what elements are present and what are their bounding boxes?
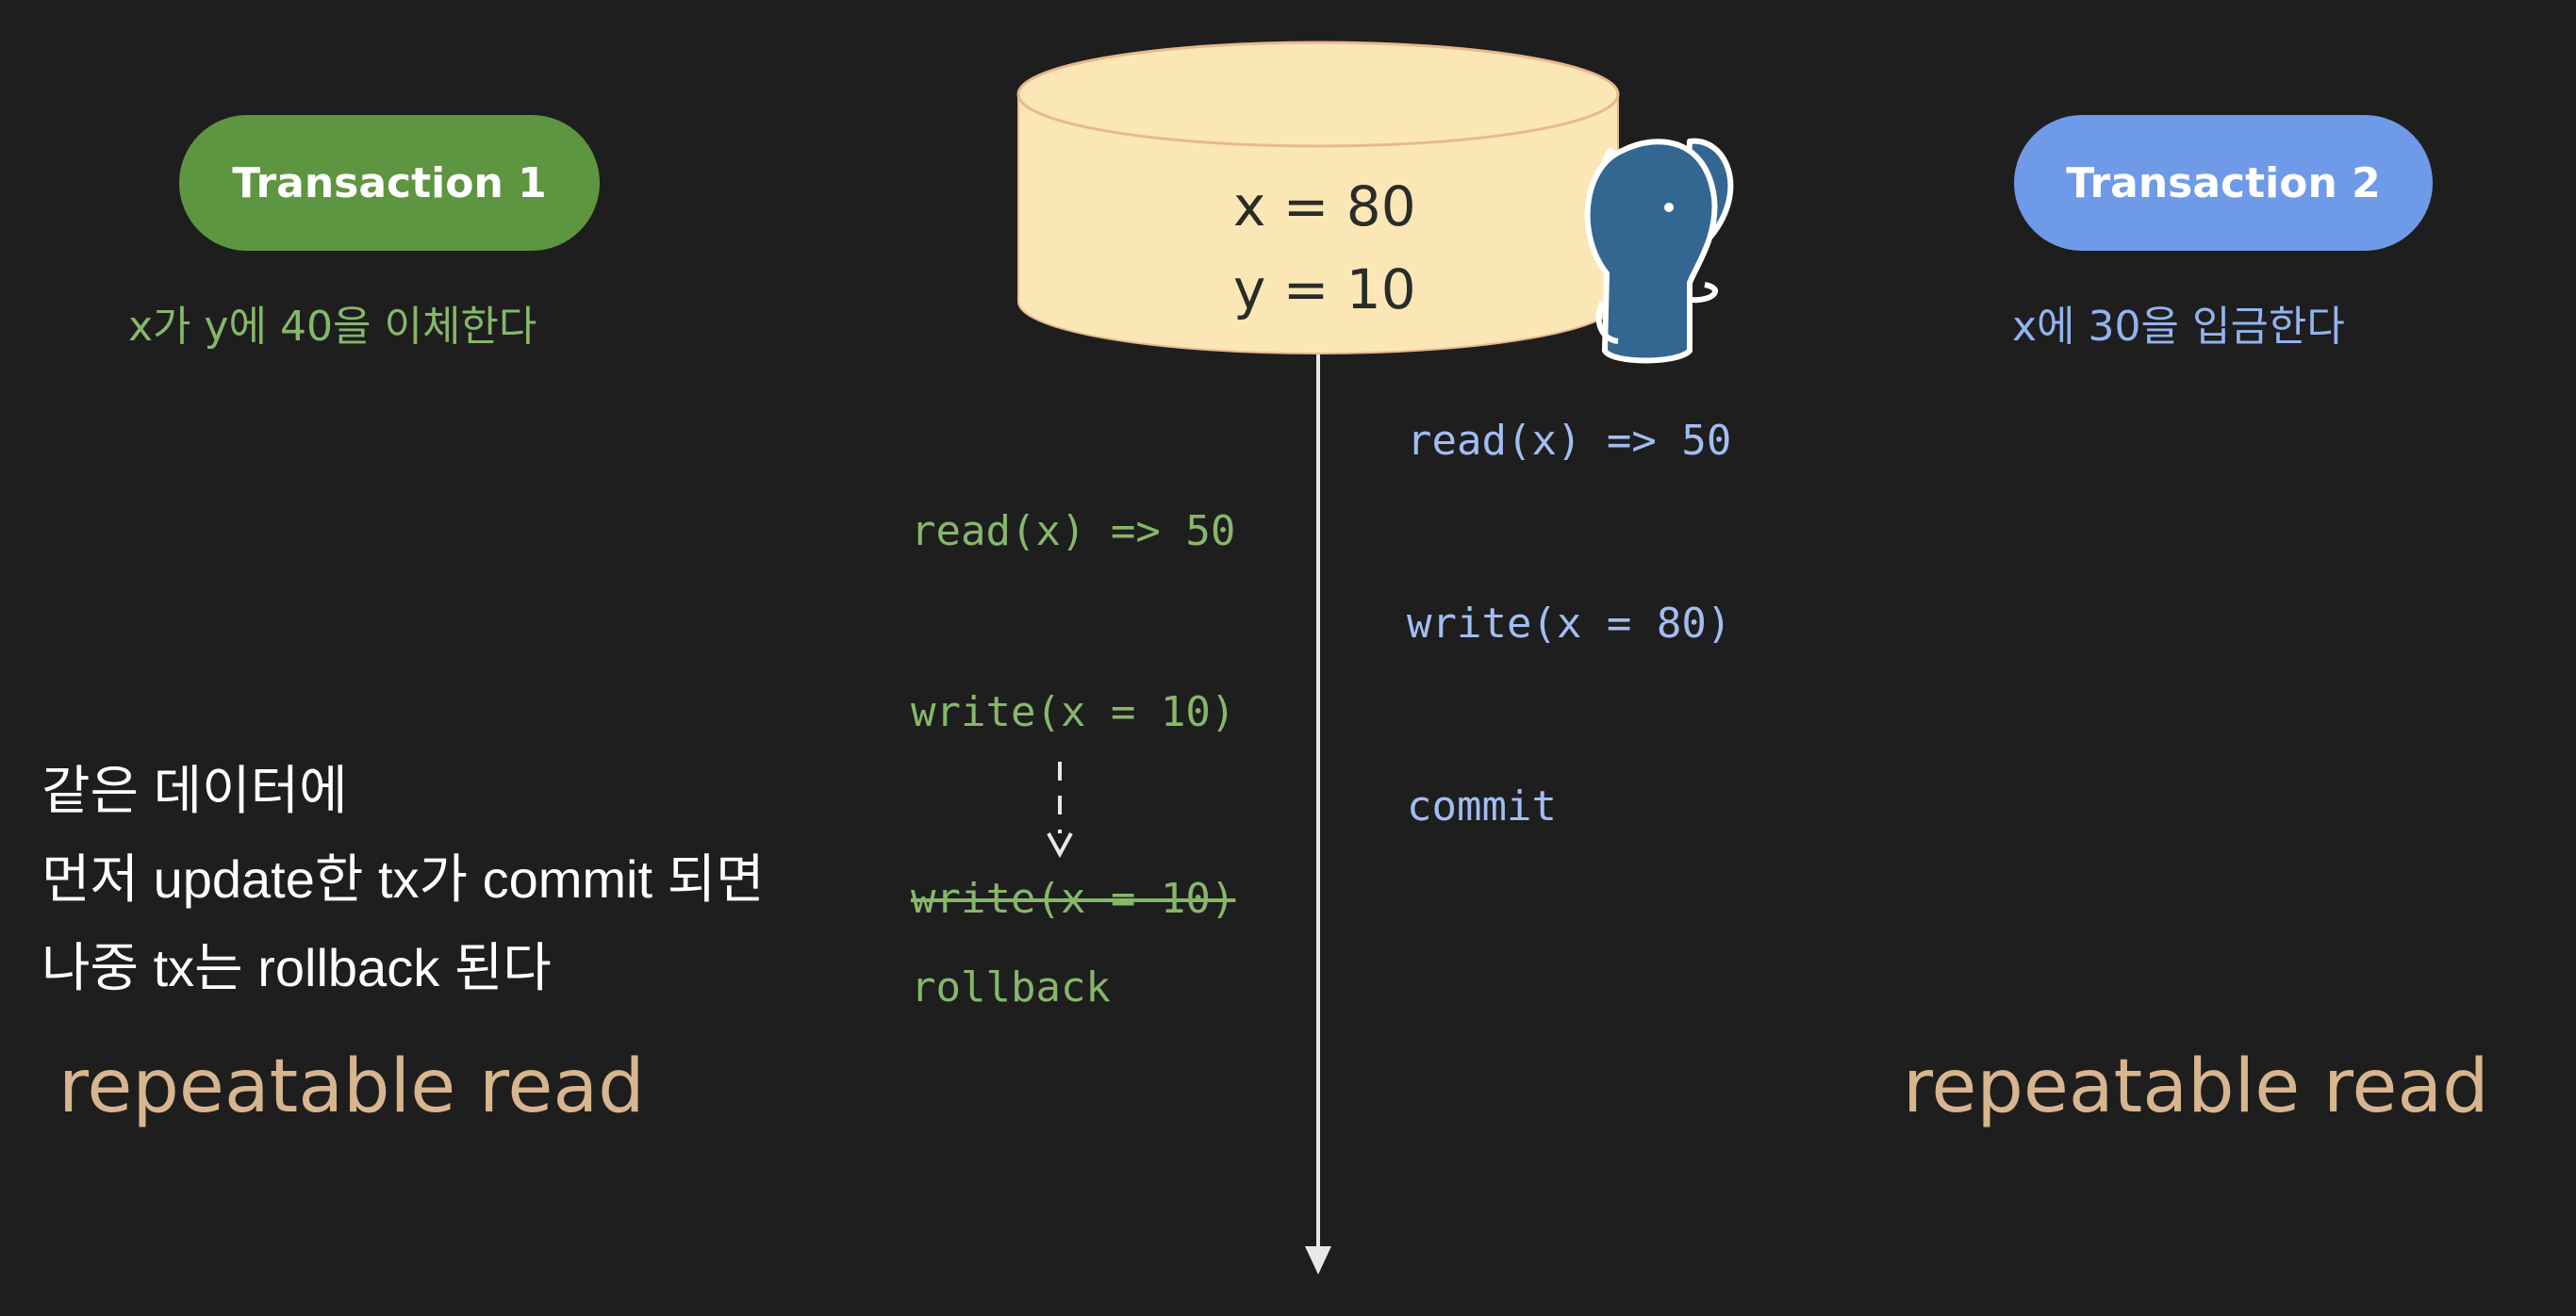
note-line-2: 먼저 update한 tx가 commit 되면 bbox=[41, 849, 765, 909]
transaction-1-isolation-level: repeatable read bbox=[58, 1045, 645, 1129]
t1-op-rollback: rollback bbox=[911, 963, 1111, 1012]
timeline-arrow bbox=[1305, 354, 1331, 1275]
t2-op-commit: commit bbox=[1407, 782, 1557, 831]
transaction-2-description: x에 30을 입금한다 bbox=[2012, 303, 2345, 351]
db-value-x: x = 80 bbox=[1233, 174, 1416, 239]
db-value-y: y = 10 bbox=[1233, 257, 1416, 321]
transaction-2-pill: Transaction 2 bbox=[2014, 115, 2433, 251]
database-cylinder bbox=[1016, 41, 1620, 354]
t2-op-read: read(x) => 50 bbox=[1407, 417, 1732, 465]
t1-op-read: read(x) => 50 bbox=[911, 507, 1236, 555]
transaction-1-pill: Transaction 1 bbox=[179, 115, 600, 251]
note-line-1: 같은 데이터에 bbox=[41, 761, 348, 820]
transaction-2-isolation-level: repeatable read bbox=[1903, 1045, 2489, 1129]
note-text: 같은 데이터에 먼저 update한 tx가 commit 되면 나중 tx는 … bbox=[41, 747, 765, 1012]
postgresql-elephant-icon bbox=[1584, 138, 1734, 364]
t1-op-write-struck: write(x = 10) bbox=[911, 875, 1236, 923]
t2-op-write: write(x = 80) bbox=[1407, 600, 1732, 648]
transaction-1-description: x가 y에 40을 이체한다 bbox=[128, 303, 537, 351]
t1-op-write: write(x = 10) bbox=[911, 688, 1236, 736]
dashed-arrow bbox=[1047, 762, 1073, 859]
note-line-3: 나중 tx는 rollback 된다 bbox=[41, 938, 552, 997]
